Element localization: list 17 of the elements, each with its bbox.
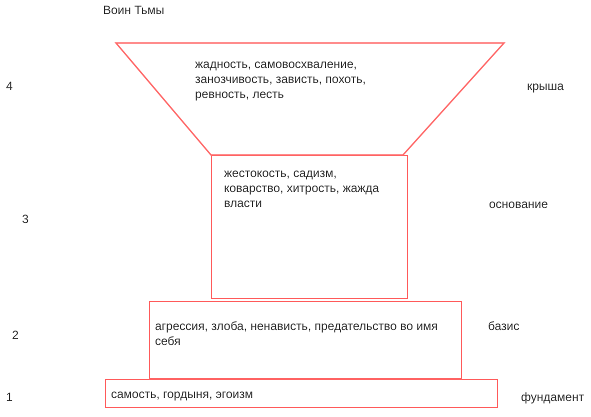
level-number: 1 xyxy=(6,390,13,405)
level-number: 4 xyxy=(6,79,13,94)
foundation-box xyxy=(105,379,498,408)
level-name: фундамент xyxy=(521,390,584,405)
base-box xyxy=(149,301,462,379)
roof-trapezoid xyxy=(116,43,504,155)
vice-list: агрессия, злоба, ненависть, предательство во имя себя xyxy=(155,319,455,349)
level-name: основание xyxy=(489,197,548,212)
level-name: крыша xyxy=(527,79,564,94)
body-box xyxy=(211,155,408,299)
vice-list: жестокость, садизм, коварство, хитрость, жажда власти xyxy=(224,166,396,211)
vice-list: самость, гордыня, эгоизм xyxy=(111,387,491,402)
vice-list: жадность, самовосхваление, занозчивость, зависть, похоть, ревность, лесть xyxy=(195,57,385,102)
level-number: 3 xyxy=(22,212,29,227)
diagram-title: Воин Тьмы xyxy=(103,3,164,18)
level-name: базис xyxy=(488,319,520,334)
level-number: 2 xyxy=(12,328,19,343)
